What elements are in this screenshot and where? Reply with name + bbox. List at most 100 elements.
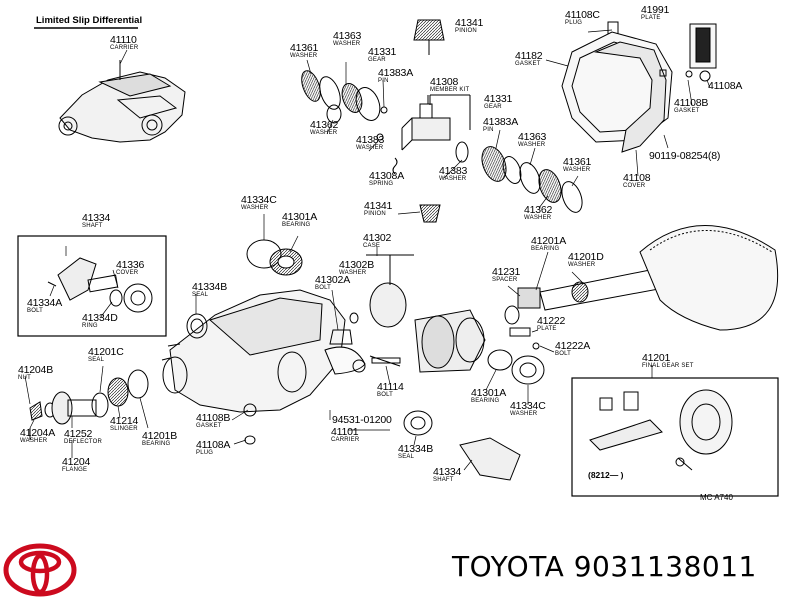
part-number: 9031138011 (573, 550, 757, 583)
part-name-text: GASKET (674, 108, 700, 114)
part-number-text: 41108A (708, 80, 743, 92)
part-number-text: 41108A (196, 439, 231, 451)
part-number-text: 41334C (241, 194, 277, 206)
part-number-text: 41361 (563, 156, 592, 168)
part-name-text: SHAFT (433, 477, 454, 483)
part-number-text: 41331 (484, 93, 513, 105)
part-number-text: 41214 (110, 415, 139, 427)
part-name-text: WASHER (518, 142, 546, 148)
part-number-text: 94531-01200 (332, 414, 392, 426)
part-number-text: 41108 (623, 172, 651, 184)
part-number-text: 41252 (64, 428, 93, 440)
flange-group (29, 369, 149, 440)
part-number-text: 41204A (20, 427, 56, 439)
part-number-text: 41222A (555, 340, 591, 352)
toyota-logo-icon (3, 543, 77, 597)
part-name-text: WASHER (563, 167, 591, 173)
part-number-text: 41201C (88, 346, 124, 358)
part-number-text: 41362 (310, 119, 339, 131)
brand-part-number: TOYOTA 9031138011 (452, 550, 757, 583)
part-number-text: 41308 (430, 76, 459, 88)
part-number-text: 41101 (331, 426, 359, 438)
part-name-text: WASHER (241, 205, 269, 211)
part-name-text: PLUG (565, 20, 583, 26)
pinion-shaft-right (487, 225, 779, 385)
carrier-thumbnail (58, 60, 186, 143)
cover-assembly (561, 21, 717, 153)
part-name-text: PIN (483, 127, 494, 133)
part-number-text: 41222 (537, 315, 566, 327)
part-name-text: COVER (116, 270, 139, 276)
part-number-text: 41110 (110, 34, 137, 46)
part-number-text: 41334C (510, 400, 546, 412)
inset-code: (8212— ) (588, 470, 624, 480)
part-name-text: NUT (18, 375, 31, 381)
member-kit (401, 94, 471, 151)
part-name-text: CARRIER (110, 45, 139, 51)
diagram-title: Limited Slip Differential (36, 15, 143, 26)
part-name-text: WASHER (356, 145, 384, 151)
part-name-text: SEAL (192, 292, 209, 298)
part-number-text: 41383A (378, 67, 414, 79)
part-name-text: CARRIER (331, 437, 360, 443)
part-name-text: SPACER (492, 277, 518, 283)
part-name-text: BOLT (27, 308, 44, 314)
brand-name: TOYOTA (452, 550, 565, 583)
part-name-text: PLUG (196, 450, 214, 456)
part-name-text: WASHER (333, 41, 361, 47)
part-name-text: WASHER (20, 438, 48, 444)
part-name-text: COVER (623, 183, 646, 189)
part-number-text: 41231 (492, 266, 521, 278)
part-name-text: PIN (378, 78, 389, 84)
part-name-text: SLINGER (110, 426, 138, 432)
part-name-text: GASKET (515, 61, 541, 67)
part-name-text: WASHER (439, 176, 467, 182)
part-number-text: 41201B (142, 430, 178, 442)
part-name-text: BEARING (282, 222, 311, 228)
part-name-text: MEMBER KIT (430, 87, 470, 93)
part-name-text: BEARING (531, 246, 560, 252)
part-number-text: 41301A (282, 211, 318, 223)
part-number-text: 41302B (339, 259, 375, 271)
part-number-text: 41204B (18, 364, 54, 376)
part-name-text: BOLT (315, 285, 332, 291)
part-number-text: 41108C (565, 9, 600, 21)
part-number-text: 41991 (641, 4, 670, 16)
part-number-text: 41363 (333, 30, 362, 42)
part-number-text: 41334B (192, 281, 228, 293)
part-name-text: FLANGE (62, 467, 88, 473)
final-gear-set (589, 389, 733, 471)
part-name-text: BOLT (555, 351, 572, 357)
part-number-text: 41201A (531, 235, 567, 247)
part-name-text: SPRING (369, 181, 394, 187)
